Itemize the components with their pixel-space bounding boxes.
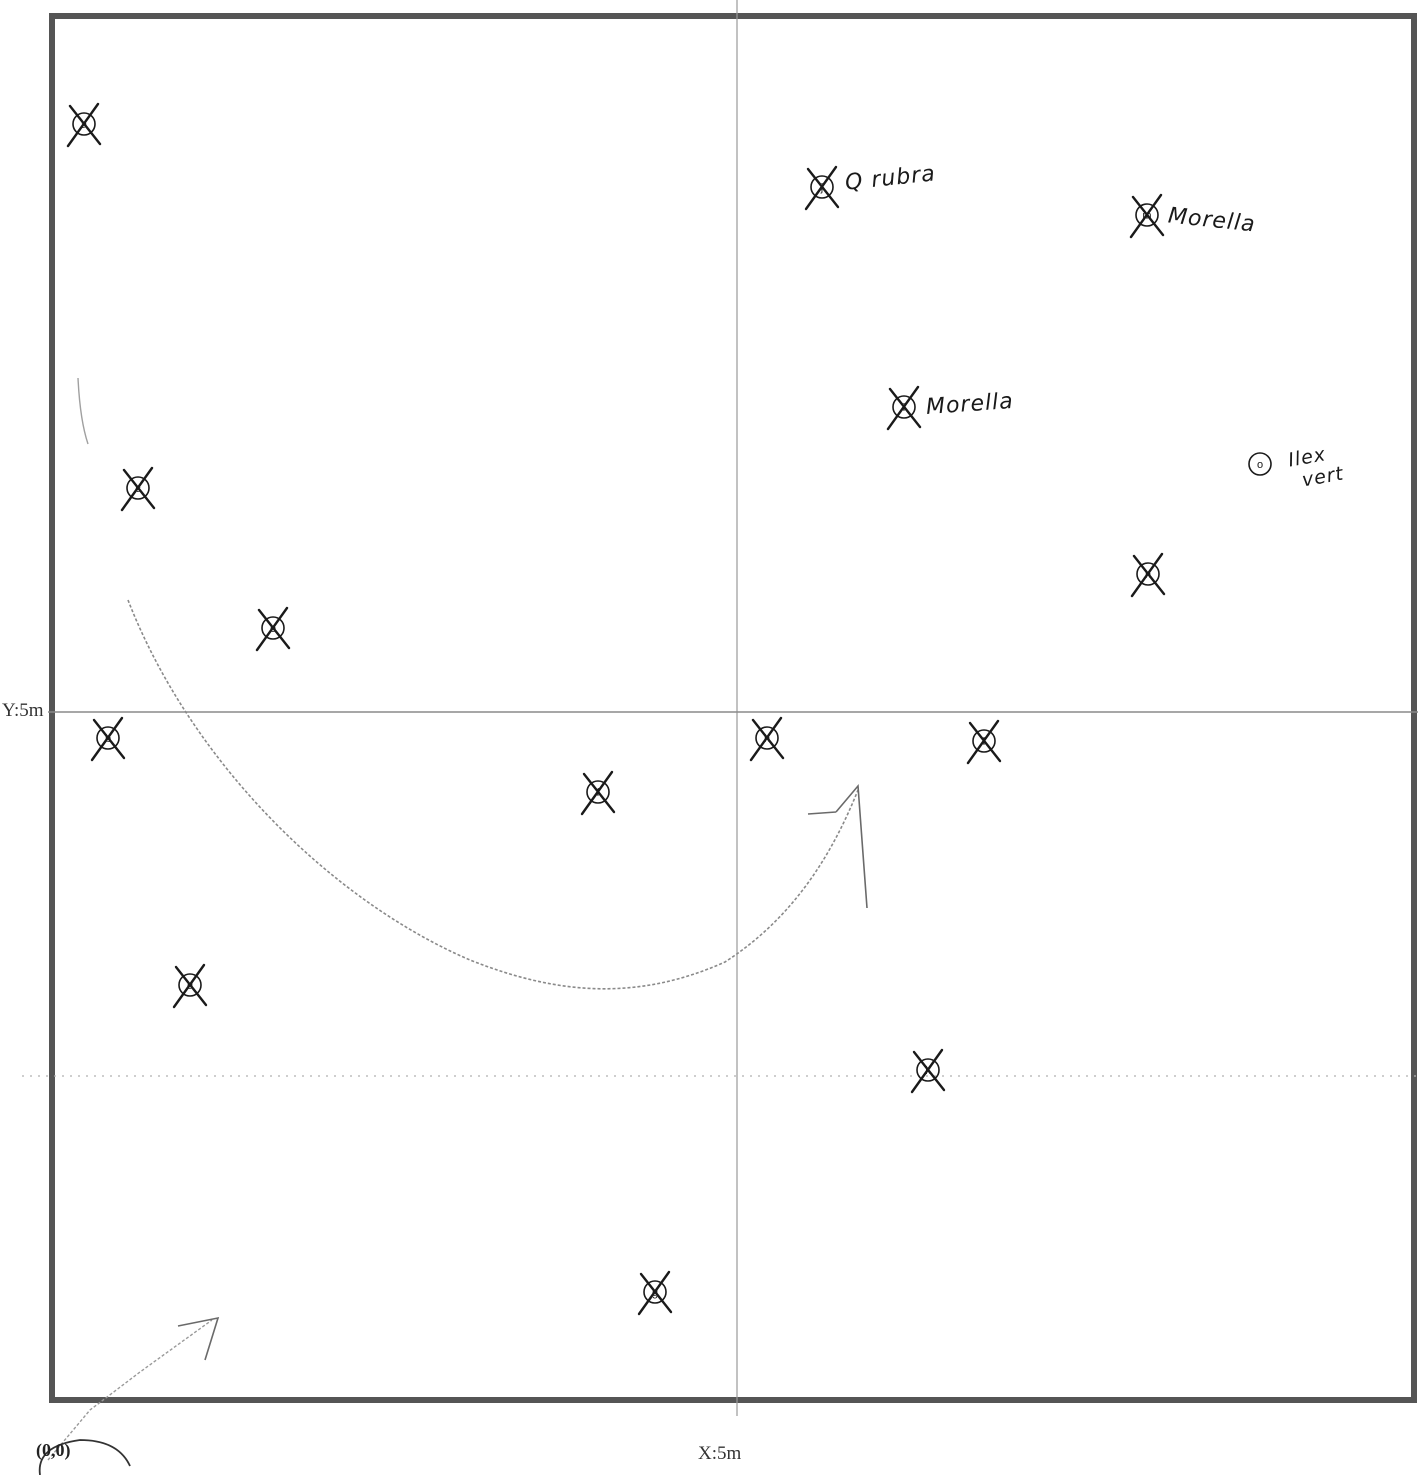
marker-cross-stroke: [174, 965, 208, 1007]
tree-marker-o: o: [1248, 452, 1272, 476]
tree-marker-b: b: [90, 716, 126, 762]
marker-cross-stroke: [966, 719, 1000, 765]
tree-marker-e: e: [255, 606, 291, 652]
origin-label: (0,0): [36, 1440, 71, 1460]
marker-cross-stroke: [751, 718, 785, 760]
tree-marker-l: l: [966, 719, 1002, 765]
marker-cross-stroke: [888, 387, 922, 429]
marker-circle: [1136, 562, 1160, 586]
markers-layer: a b c d e f g h i j k l m n o: [66, 102, 1272, 1316]
origin-arrow-head: [177, 1316, 220, 1361]
x-axis-label: X:5m: [698, 1443, 742, 1464]
marker-circle: [972, 729, 996, 753]
marker-cross-stroke: [580, 770, 614, 816]
marker-circle: [178, 973, 202, 997]
marker-cross-stroke: [257, 608, 291, 650]
marker-cross-stroke: [1131, 195, 1165, 237]
tree-marker-d: d: [172, 963, 208, 1009]
marker-circle: [916, 1058, 940, 1082]
plot-frame: [49, 13, 1417, 1403]
marker-cross-stroke: [255, 606, 289, 652]
marker-circle: [96, 726, 120, 750]
marker-cross-stroke: [639, 1272, 673, 1314]
marker-cross-stroke: [120, 466, 154, 512]
marker-cross-stroke: [68, 104, 102, 146]
tree-marker-j: j: [804, 165, 840, 211]
origin-circle: [38, 1439, 131, 1475]
marker-cross-stroke: [912, 1050, 946, 1092]
marker-cross-stroke: [1130, 552, 1164, 598]
marker-cross-stroke: [66, 102, 100, 148]
marker-circle: [755, 726, 779, 750]
marker-cross-stroke: [1132, 554, 1166, 596]
marker-circle: [126, 476, 150, 500]
tree-marker-a: a: [66, 102, 102, 148]
path-arrow-head: [807, 783, 868, 909]
marker-cross-stroke: [122, 468, 156, 510]
tree-marker-n: n: [1130, 552, 1166, 598]
marker-cross-stroke: [92, 718, 126, 760]
y-axis-label: Y:5m: [2, 700, 44, 721]
origin-arrow: [47, 1319, 213, 1461]
marker-cross-stroke: [749, 716, 783, 762]
marker-cross-stroke: [637, 1270, 671, 1316]
marker-cross-stroke: [1129, 193, 1163, 239]
marker-cross-stroke: [886, 385, 920, 431]
marker-cross-stroke: [806, 167, 840, 209]
tree-marker-i: i: [886, 385, 922, 431]
marker-cross-stroke: [968, 721, 1002, 763]
marker-cross-stroke: [90, 716, 124, 762]
path-arrow-curve: [127, 599, 859, 990]
tree-marker-c: c: [120, 466, 156, 512]
tree-marker-g: g: [637, 1270, 673, 1316]
marker-cross-stroke: [582, 772, 616, 814]
marker-cross-stroke: [804, 165, 838, 211]
tree-marker-f: f: [580, 770, 616, 816]
marker-circle: [261, 616, 285, 640]
marker-circle: [892, 395, 916, 419]
annotation-ilex-vert: Ilex vert: [1287, 441, 1346, 493]
faint-arc: [77, 377, 89, 445]
tree-marker-h: h: [749, 716, 785, 762]
marker-circle: [1135, 203, 1159, 227]
marker-circle: [643, 1280, 667, 1304]
tree-marker-k: k: [910, 1048, 946, 1094]
tree-marker-m: m: [1129, 193, 1165, 239]
marker-circle: [586, 780, 610, 804]
marker-circle: [72, 112, 96, 136]
marker-circle: [810, 175, 834, 199]
marker-cross-stroke: [910, 1048, 944, 1094]
marker-cross-stroke: [172, 963, 206, 1009]
marker-circle: [1248, 452, 1272, 476]
marker-letter: o: [1257, 459, 1263, 471]
